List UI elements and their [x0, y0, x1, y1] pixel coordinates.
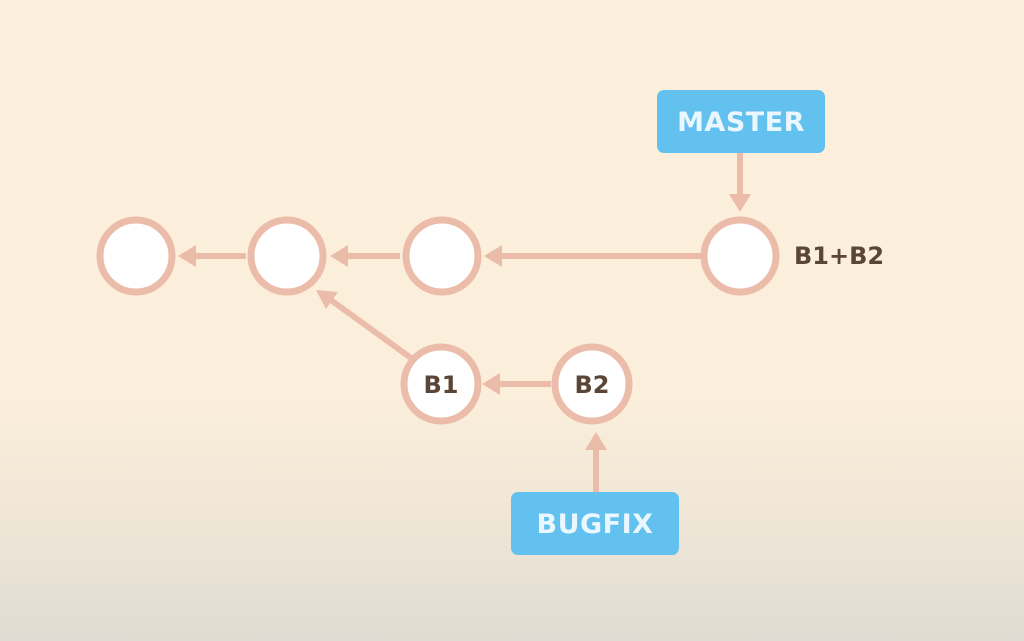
commit-nodes: B1 B2: [96, 216, 780, 425]
branch-tag-master: MASTER: [657, 90, 825, 153]
arrowhead-b1: [482, 373, 500, 395]
arrowhead-b2: [585, 432, 607, 450]
commit-node-b2: B2: [551, 343, 633, 425]
commit-node-b1: B1: [400, 343, 482, 425]
commit-node-merge: [700, 216, 780, 296]
branch-tag-bugfix: BUGFIX: [511, 492, 679, 555]
merge-commit-label: B1+B2: [794, 242, 884, 270]
commit-node-c1: [96, 216, 176, 296]
commit-label-b2: B2: [575, 371, 610, 399]
branch-tag-master-label: MASTER: [677, 107, 805, 138]
commit-label-b1: B1: [424, 371, 459, 399]
arrowhead-c1: [178, 245, 196, 267]
edges: [178, 153, 751, 492]
commit-node-c3: [402, 216, 482, 296]
arrowhead-c3: [484, 245, 502, 267]
branch-tag-bugfix-label: BUGFIX: [537, 509, 654, 540]
arrowhead-c2: [330, 245, 348, 267]
edge-b1-to-c2: [326, 295, 413, 361]
arrowhead-c2-diag: [316, 290, 338, 309]
arrowhead-merge: [729, 194, 751, 212]
commit-node-c2: [247, 216, 327, 296]
